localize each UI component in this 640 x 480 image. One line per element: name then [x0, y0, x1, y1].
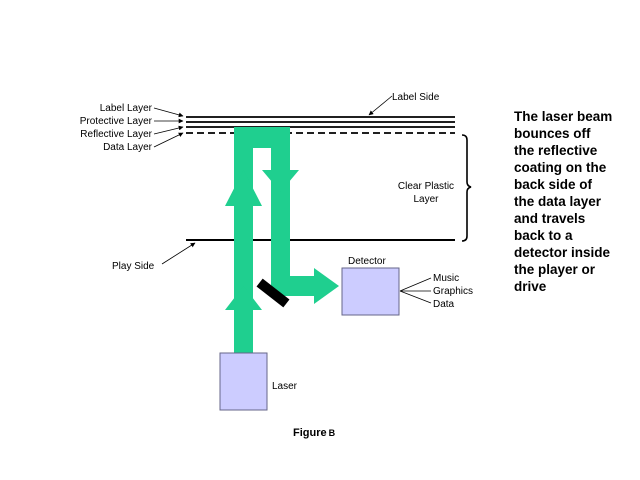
data-layer-label: Data Layer [103, 142, 153, 153]
explanation-line: bounces off [514, 126, 591, 141]
laser-beam [225, 127, 339, 355]
clear-plastic-label-line2: Layer [413, 194, 439, 205]
beam-down-arrowhead [262, 170, 299, 192]
clear-plastic-label-line1: Clear Plastic [398, 181, 454, 192]
data-layer-pointer [153, 132, 184, 148]
explanation-line: the player or [514, 262, 596, 277]
beam-up-arrowhead-upper [225, 170, 262, 206]
beam-right-arrowhead [314, 268, 339, 304]
laser-box [219, 352, 268, 411]
reflective-layer-pointer [153, 125, 184, 135]
protective-layer-label: Protective Layer [80, 116, 153, 127]
detector-label: Detector [348, 256, 386, 267]
beam-upward-shaft [234, 205, 253, 355]
explanation-text: The laser beam bounces off the reflectiv… [514, 108, 626, 295]
detector-music-pointer [399, 277, 432, 292]
output-data-label: Data [433, 299, 455, 310]
explanation-line: drive [514, 279, 547, 294]
beam-horizontal-to-detector [271, 276, 316, 296]
explanation-line: the reflective [514, 143, 598, 158]
detector-box [341, 267, 400, 316]
detector-data-pointer [399, 290, 432, 304]
play-side-label: Play Side [112, 261, 155, 272]
laser-label: Laser [272, 381, 298, 392]
output-graphics-label: Graphics [433, 286, 473, 297]
beam-up-arrowhead-lower [225, 286, 262, 310]
explanation-line: The laser beam [514, 109, 613, 124]
beam-right-shaft [271, 127, 290, 281]
explanation-line: and travels [514, 211, 586, 226]
beam-splitter-mirror [256, 278, 290, 308]
explanation-line: the data layer [514, 194, 602, 209]
explanation-line: back to a [514, 228, 573, 243]
label-side-pointer [368, 95, 393, 116]
label-layer-label: Label Layer [100, 103, 153, 114]
explanation-line: detector inside [514, 245, 611, 260]
explanation-line: coating on the [514, 160, 607, 175]
reflective-layer-label: Reflective Layer [80, 129, 152, 140]
figure-caption-suffix: B [328, 428, 336, 438]
explanation-line: back side of [514, 177, 593, 192]
output-music-label: Music [433, 273, 459, 284]
play-side-pointer [161, 242, 196, 265]
label-layer-pointer [153, 107, 184, 118]
label-side-label: Label Side [392, 92, 440, 103]
clear-plastic-brace [461, 134, 472, 242]
figure-caption-main: Figure [293, 427, 327, 439]
